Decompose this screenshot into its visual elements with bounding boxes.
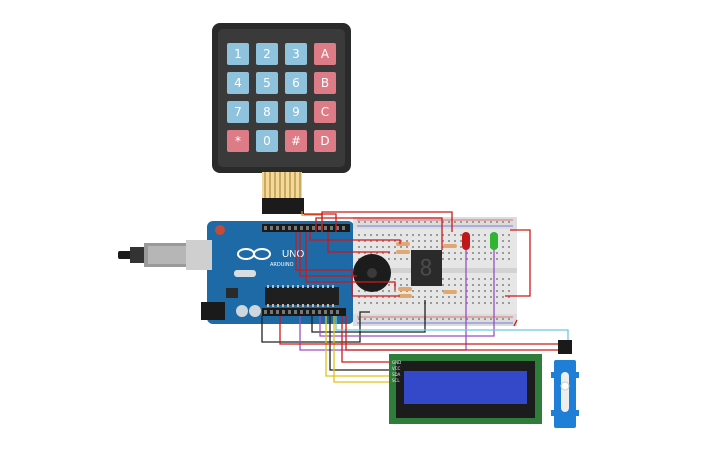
keypad-keys: 1 2 3 A 4 5 6 B 7 8 9 C * 0 # D (227, 43, 336, 152)
resistor-icon (396, 242, 457, 298)
servo-horn-icon (560, 372, 570, 412)
keypad-key-1[interactable]: 1 (227, 43, 249, 65)
arduino-logo (237, 248, 271, 260)
keypad-key-5[interactable]: 5 (256, 72, 278, 94)
usb-cable-icon (118, 243, 188, 267)
keypad-key-label: 3 (292, 47, 300, 61)
keypad-key-7[interactable]: 7 (227, 101, 249, 123)
seven-segment-digit: 8 (419, 257, 432, 282)
keypad-key-label: C (321, 105, 329, 119)
keypad-key-label: 7 (234, 105, 242, 119)
keypad-key-D[interactable]: D (314, 130, 336, 152)
keypad-key-label: * (235, 134, 241, 148)
keypad-key-label: 5 (263, 76, 271, 90)
keypad-key-label: 4 (234, 76, 242, 90)
keypad[interactable]: 1 2 3 A 4 5 6 B 7 8 9 C * 0 # D (212, 23, 351, 214)
servo-motor (551, 340, 579, 428)
usb-port (186, 240, 212, 270)
capacitor (249, 305, 261, 317)
keypad-key-0[interactable]: 0 (256, 130, 278, 152)
keypad-key-label: 1 (234, 47, 242, 61)
power-jack-icon (201, 302, 225, 320)
keypad-ribbon (262, 172, 304, 214)
keypad-key-label: B (321, 76, 329, 90)
keypad-key-label: 8 (263, 105, 271, 119)
keypad-key-6[interactable]: 6 (285, 72, 307, 94)
keypad-key-label: 0 (263, 134, 271, 148)
seven-segment-display: 8 (411, 250, 442, 286)
keypad-key-9[interactable]: 9 (285, 101, 307, 123)
keypad-key-C[interactable]: C (314, 101, 336, 123)
lcd-screen (404, 371, 527, 404)
arduino-model: UNO (282, 249, 304, 260)
keypad-key-8[interactable]: 8 (256, 101, 278, 123)
lcd-pin-label: SDA (392, 372, 401, 377)
led-red (462, 232, 470, 250)
atmega-chip (265, 287, 339, 305)
keypad-key-*[interactable]: * (227, 130, 249, 152)
keypad-key-B[interactable]: B (314, 72, 336, 94)
keypad-key-3[interactable]: 3 (285, 43, 307, 65)
keypad-key-label: D (320, 134, 329, 148)
led-green (490, 232, 498, 250)
keypad-key-label: 2 (263, 47, 271, 61)
wires (261, 211, 569, 383)
keypad-key-4[interactable]: 4 (227, 72, 249, 94)
lcd-pin-label: SCL (392, 378, 400, 383)
lcd-pin-label: GND (392, 360, 401, 365)
keypad-key-label: 6 (292, 76, 300, 90)
keypad-key-label: A (321, 47, 330, 61)
keypad-key-2[interactable]: 2 (256, 43, 278, 65)
arduino-board[interactable]: UNO ARDUINO (186, 221, 354, 324)
capacitor (236, 305, 248, 317)
reset-button[interactable] (215, 225, 225, 235)
buzzer-icon (353, 254, 391, 292)
keypad-key-label: # (291, 134, 301, 148)
keypad-key-#[interactable]: # (285, 130, 307, 152)
keypad-face (218, 29, 345, 167)
analog-header (262, 308, 346, 316)
arduino-brand: ARDUINO (270, 262, 294, 268)
crystal (234, 270, 256, 277)
regulator (226, 288, 238, 298)
keypad-key-A[interactable]: A (314, 43, 336, 65)
lcd-pin-label: VCC (392, 366, 401, 371)
keypad-key-label: 9 (292, 105, 300, 119)
